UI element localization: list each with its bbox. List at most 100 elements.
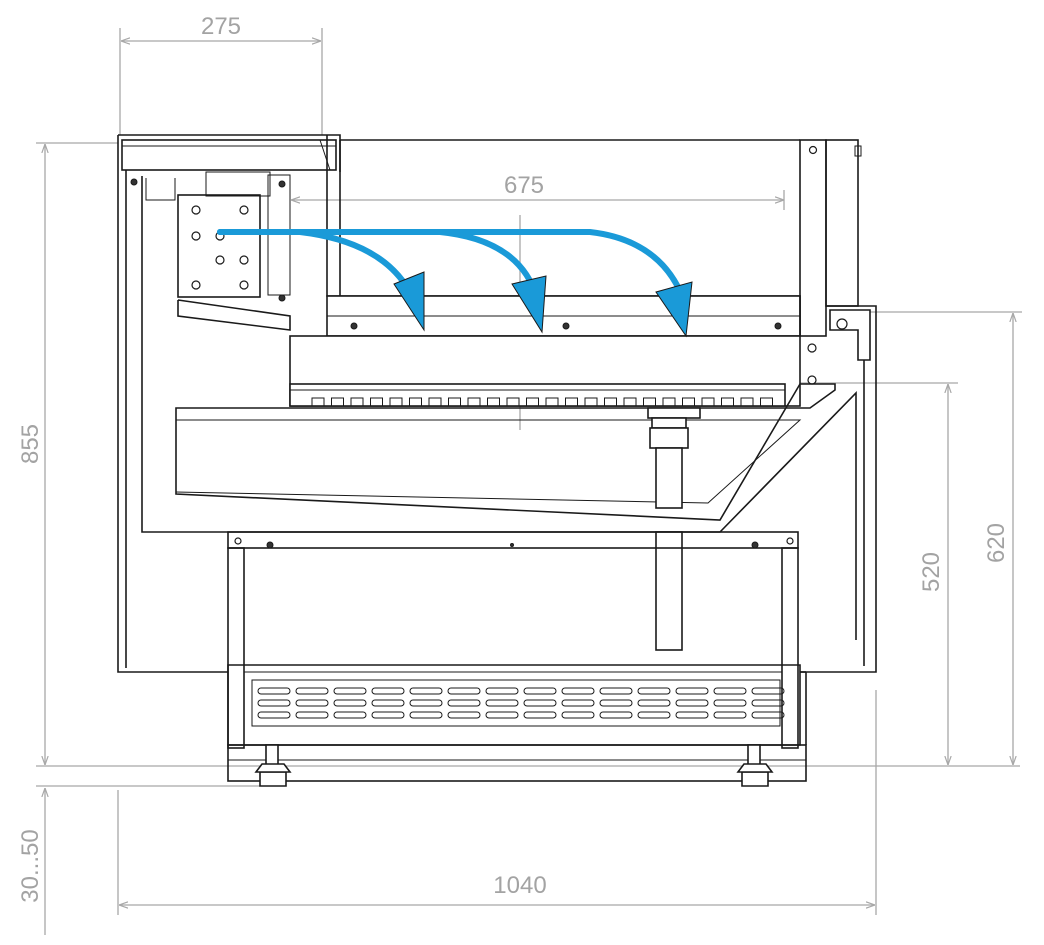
vent-slot [257,699,291,707]
vent-slot [333,711,367,719]
dimension-label-case-height: 520 [918,552,945,592]
vent-slot [371,711,405,719]
dimension-label-total-height: 855 [17,424,44,464]
vent-slot [599,699,633,707]
product-tray [175,383,836,521]
vent-slot [371,687,405,695]
vent-slot [447,687,481,695]
arrowhead-icon [655,281,693,338]
tray-slot [526,397,539,407]
airflow-arrows [217,229,693,338]
vent-slot [371,699,405,707]
screw [266,541,274,549]
vent-slot [713,699,747,707]
tray-slot [565,397,578,407]
tray-slot [506,397,520,407]
dimension-label-total-width: 1040 [493,872,546,899]
vent-slot [523,711,557,719]
screw [350,322,358,330]
vent-slot [561,699,595,707]
duct-holes [191,205,249,290]
vent-slot [409,687,443,695]
vent-slot [713,687,747,695]
vent-slot [561,687,595,695]
vent-slot [333,687,367,695]
dimension-label-foot-adjust: 30...50 [17,829,44,902]
front-profile [800,305,877,673]
tray-slot [760,397,773,407]
dimension-label-top-depth: 275 [201,13,241,40]
foot-stem-right [747,744,761,766]
tray-slot [682,397,695,407]
hole [191,231,201,241]
tray-slot [428,397,442,407]
tray-slot [467,397,481,407]
vent-slot [295,699,329,707]
top-canopy [121,139,337,171]
front-glass-column [799,139,827,337]
vent-grille [251,679,781,727]
drain-fitting [647,407,701,419]
vent-slot [637,711,671,719]
foot-right [741,771,769,787]
tray-slot [331,397,344,407]
screw [562,322,570,330]
tray-slot [311,397,325,407]
vent-slot [751,711,785,719]
foot-stem-left [265,744,279,766]
hole [239,280,249,290]
drain-pipe [655,447,683,509]
base-left-leg [227,547,245,749]
drain-pipe-lower [655,531,683,651]
vent-slot [751,699,785,707]
vent-slot [675,687,709,695]
vent-slot [675,699,709,707]
tray-slot [350,397,364,407]
screw [751,541,759,549]
dimension-label-shelf-depth: 675 [504,172,544,199]
hole [215,255,225,265]
tray-slot [370,397,383,407]
base-right-leg [781,547,799,749]
hole [191,205,201,215]
curved-arrow-icon [217,229,686,301]
vent-slot [523,699,557,707]
arrowhead-icon [393,271,425,332]
screw [278,180,286,188]
screw [130,178,138,186]
hole [239,255,249,265]
bottom-base [227,744,807,782]
vent-slot [333,699,367,707]
tray-slot [487,397,500,407]
display-case-body [117,134,877,787]
dimension-lines [36,28,1022,935]
vent-slot [599,687,633,695]
vent-slot [599,711,633,719]
front-bracket [829,309,871,361]
vent-slot [295,687,329,695]
vent-slot [485,699,519,707]
vent-slot [447,699,481,707]
vent-slot [485,711,519,719]
tray-slot [721,397,734,407]
vent-slot [751,687,785,695]
vent-slot [675,711,709,719]
vent-slot [257,711,291,719]
tray-slot [545,397,559,407]
base-top-rail [227,531,799,549]
hole [239,205,249,215]
vent-slots [257,687,785,719]
tray-slot [409,397,422,407]
vent-slot [409,711,443,719]
front-glass [825,139,859,307]
tray-slot [740,397,754,407]
tray-slot [643,397,656,407]
screw [774,322,782,330]
vent-slot [257,687,291,695]
tray-slot [389,397,403,407]
vent-slot [523,687,557,695]
foot-left [259,771,287,787]
air-deflector [177,299,291,331]
tray-slot [662,397,676,407]
